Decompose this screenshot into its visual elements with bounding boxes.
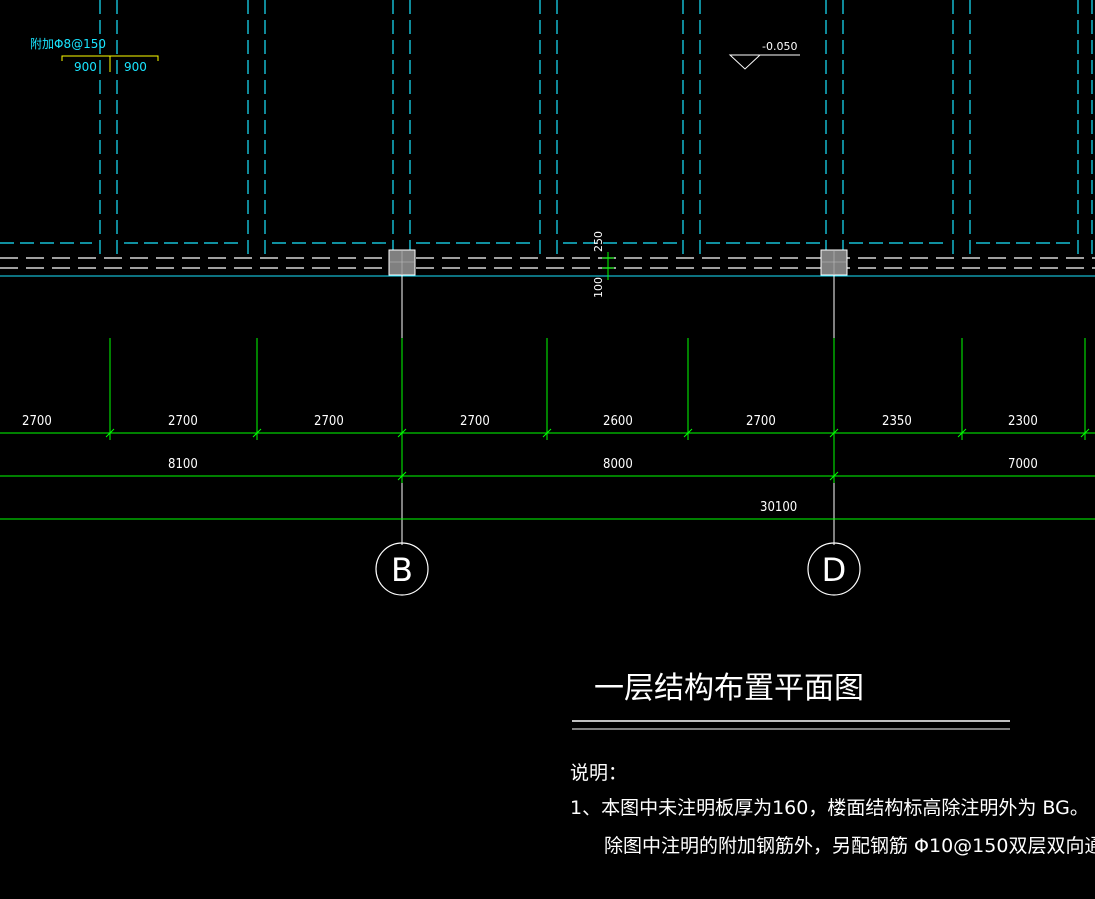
total-dim: 30100	[760, 500, 797, 515]
rebar-dim-right: 900	[124, 60, 147, 74]
rebar-note: 附加Φ8@150	[30, 37, 106, 51]
bay-dim-5: 2600	[603, 414, 633, 429]
notes-heading: 说明：	[570, 762, 627, 784]
bay-dim-2: 2700	[168, 414, 198, 429]
axis-label-d: D	[822, 551, 847, 589]
bay-dimensions: 2700 2700 2700 2700 2600 2700 2350 2300	[22, 414, 1038, 429]
note-line-2: 除图中注明的附加钢筋外，另配钢筋 Φ10@150双层双向通长。	[604, 835, 1095, 857]
horizontal-beam	[0, 257, 1095, 277]
bay-dim-6: 2700	[746, 414, 776, 429]
group-dim-2: 8000	[603, 457, 633, 472]
bay-dim-3: 2700	[314, 414, 344, 429]
bay-dim-8: 2300	[1008, 414, 1038, 429]
vertical-beams	[99, 0, 1093, 255]
bay-dim-1: 2700	[22, 414, 52, 429]
axis-bubble-b: B	[375, 542, 429, 596]
elevation-symbol: -0.050	[728, 40, 800, 70]
dimension-lines	[0, 338, 1095, 520]
axis-label-b: B	[391, 551, 413, 589]
bay-dim-7: 2350	[882, 414, 912, 429]
rebar-dim-left: 900	[74, 60, 97, 74]
drawing-title: 一层结构布置平面图	[594, 671, 864, 706]
beam-dim-top: 250	[592, 231, 605, 252]
beam-dim-bottom: 100	[592, 277, 605, 298]
elevation-value: -0.050	[762, 40, 797, 53]
group-dim-3: 7000	[1008, 457, 1038, 472]
group-dim-1: 8100	[168, 457, 198, 472]
axis-bubble-d: D	[807, 542, 861, 596]
group-dimensions: 8100 8000 7000	[168, 457, 1038, 472]
note-line-1: 1、本图中未注明板厚为160，楼面结构标高除注明外为 BG。	[570, 797, 1089, 819]
rebar-mark: 附加Φ8@150 900 900	[30, 37, 159, 74]
beam-offset-dims: 250 100	[592, 231, 614, 298]
bay-dim-4: 2700	[460, 414, 490, 429]
